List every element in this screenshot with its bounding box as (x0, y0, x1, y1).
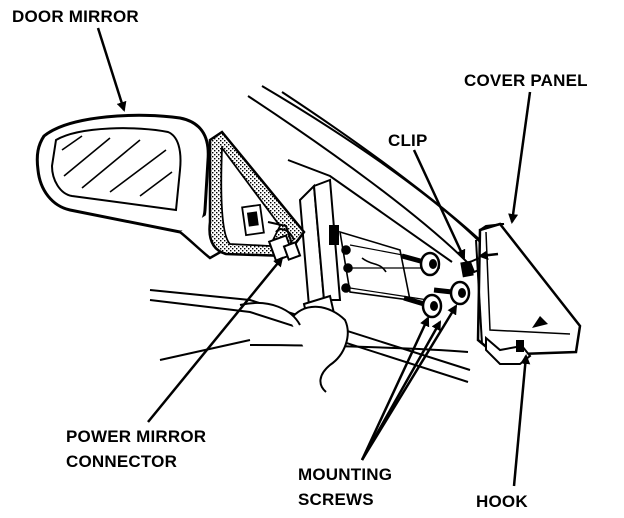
cover-panel (475, 222, 582, 365)
power-mirror-connector-label-line1: POWER MIRROR (66, 427, 207, 446)
screw-middle (433, 280, 471, 306)
mounting-screws-label-line1: MOUNTING (298, 465, 393, 484)
door-frame (149, 85, 497, 383)
cover-panel-leader (508, 91, 532, 224)
hook-label: HOOK (476, 492, 528, 511)
screw-leader-1 (360, 316, 430, 461)
mounting-screws (401, 251, 471, 319)
connector-leader (147, 256, 284, 423)
screw-leader-3 (360, 304, 458, 461)
power-mirror-connector (267, 221, 302, 262)
screw-top (401, 251, 441, 277)
door-mirror-label: DOOR MIRROR (12, 7, 139, 26)
power-mirror-connector-label-line2: CONNECTOR (66, 452, 178, 471)
clip-label: CLIP (388, 131, 428, 150)
callout-lines (96, 27, 532, 487)
mounting-plate (338, 230, 412, 301)
weatherstrip (239, 301, 349, 393)
door-mirror-leader (96, 27, 127, 112)
mounting-screws-label-line2: SCREWS (298, 490, 374, 509)
screw-bottom (403, 293, 443, 319)
clip-leader (412, 149, 466, 260)
hook-leader (512, 354, 531, 487)
cover-panel-label: COVER PANEL (464, 71, 588, 90)
mirror-housing (35, 113, 226, 260)
cover-panel-clip-arrow (478, 250, 499, 261)
